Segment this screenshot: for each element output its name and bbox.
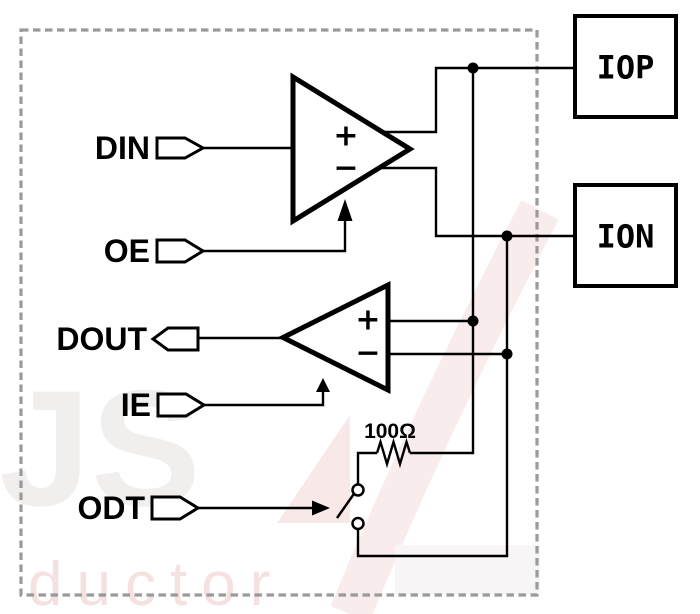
wire-ie	[204, 392, 325, 407]
dout-pin-symbol	[150, 326, 200, 352]
odt-pin: ODT	[77, 490, 201, 526]
junction-dot	[501, 348, 513, 360]
din-pin-symbol	[155, 136, 207, 160]
driver-minus-label: −	[333, 151, 358, 186]
ion-pad-label: ION	[597, 218, 655, 256]
watermark-swoosh-shape	[330, 200, 559, 614]
odt-pin-label: ODT	[77, 490, 145, 526]
watermark-bottom-text: ductor	[28, 550, 284, 614]
iop-pad-box	[573, 14, 678, 119]
output-driver-amp: + −	[290, 72, 415, 226]
ie-arrowhead-icon	[316, 378, 330, 392]
resistor-left-lead	[356, 451, 377, 485]
din-pin-label: DIN	[95, 130, 150, 166]
ie-pin-symbol	[156, 392, 207, 418]
receiver-plus-label: +	[355, 303, 380, 338]
dout-pin: DOUT	[56, 321, 200, 357]
wire-driver-out-positive	[382, 66, 575, 134]
junction-dot	[467, 62, 479, 74]
driver-plus-label: +	[333, 119, 358, 154]
oe-pin-label: OE	[104, 233, 150, 269]
dout-pin-label: DOUT	[56, 321, 147, 357]
wire-termination-positive	[410, 68, 475, 455]
iop-pad: IOP	[573, 14, 678, 119]
switch-terminal-top	[351, 483, 365, 497]
din-pin: DIN	[95, 130, 207, 166]
driver-triangle	[290, 72, 415, 226]
switch-terminal-bottom	[351, 516, 365, 531]
junction-dot	[467, 315, 479, 327]
termination-resistor: 100Ω	[356, 420, 416, 485]
resistor-zigzag-symbol	[375, 437, 412, 469]
iop-pad-label: IOP	[597, 49, 655, 87]
wire-termination-negative	[356, 236, 509, 558]
odt-switch	[335, 483, 365, 531]
receiver-triangle	[277, 280, 391, 395]
resistor-value-label: 100Ω	[364, 420, 416, 443]
junction-dot	[501, 230, 513, 242]
odt-pin-symbol	[150, 495, 201, 521]
odt-arrowhead-icon	[312, 500, 330, 516]
wire-oe	[203, 221, 347, 253]
watermark-accent-shape	[277, 415, 350, 523]
watermark: JS ductor	[0, 200, 559, 614]
oe-pin: OE	[104, 233, 206, 269]
switch-blade	[335, 493, 355, 519]
oe-pin-symbol	[155, 238, 206, 264]
ion-pad-box	[573, 183, 678, 288]
ie-pin: IE	[121, 387, 207, 423]
receiver-minus-label: −	[355, 336, 380, 371]
oe-arrowhead-icon	[337, 199, 353, 221]
watermark-band	[395, 545, 540, 594]
module-boundary	[19, 28, 539, 597]
ion-pad: ION	[573, 183, 678, 288]
input-receiver-amp: + −	[277, 280, 391, 395]
ie-pin-label: IE	[121, 387, 151, 423]
